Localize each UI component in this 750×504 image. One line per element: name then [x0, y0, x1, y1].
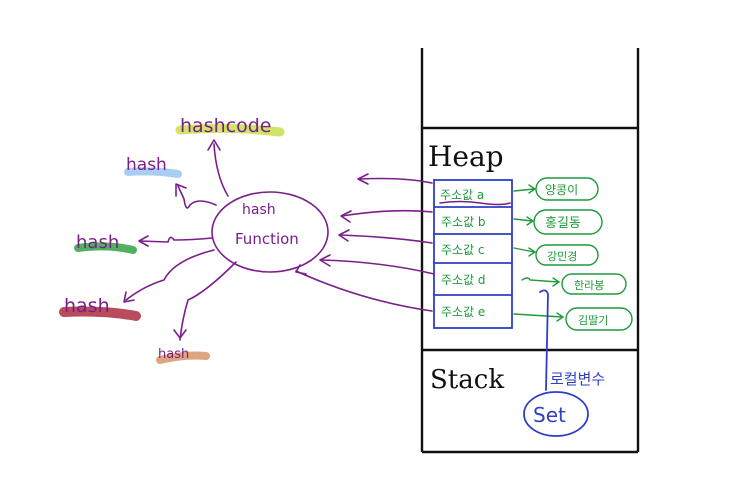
address-to-function-arrows	[295, 173, 435, 312]
hash-function-line1: hash	[242, 202, 276, 218]
hash-label-4: hash	[158, 347, 189, 362]
hash-function-oval	[211, 191, 329, 273]
address-a: 주소값 a	[440, 188, 484, 202]
name-bubbles	[533, 177, 633, 331]
name-kangmingyeong: 강민경	[547, 250, 577, 263]
function-to-hash-arrows	[123, 139, 237, 341]
set-label: Set	[533, 403, 566, 427]
address-c: 주소값 c	[441, 243, 485, 257]
name-gimddalgi: 김딸기	[578, 314, 608, 327]
name-honggildong: 홍길동	[545, 216, 581, 231]
address-e: 주소값 e	[441, 305, 485, 319]
value-arrows	[513, 184, 565, 322]
address-d: 주소값 d	[441, 273, 486, 287]
hash-label-1: hash	[126, 155, 167, 175]
memory-frame	[420, 48, 640, 454]
hashcode-label: hashcode	[180, 115, 271, 137]
hash-highlights	[59, 123, 285, 364]
heap-label: Heap	[428, 140, 504, 173]
hash-function-line2: Function	[235, 230, 299, 248]
name-hallabong: 한라봉	[574, 279, 604, 292]
hash-label-2: hash	[76, 232, 119, 253]
hash-label-3: hash	[64, 295, 110, 317]
local-variable-label: 로컬변수	[550, 370, 605, 388]
name-yangkong: 양콩이	[545, 183, 578, 197]
address-b: 주소값 b	[441, 215, 486, 229]
address-column	[433, 179, 513, 329]
stack-label: Stack	[430, 365, 504, 395]
set-circle	[523, 391, 589, 437]
